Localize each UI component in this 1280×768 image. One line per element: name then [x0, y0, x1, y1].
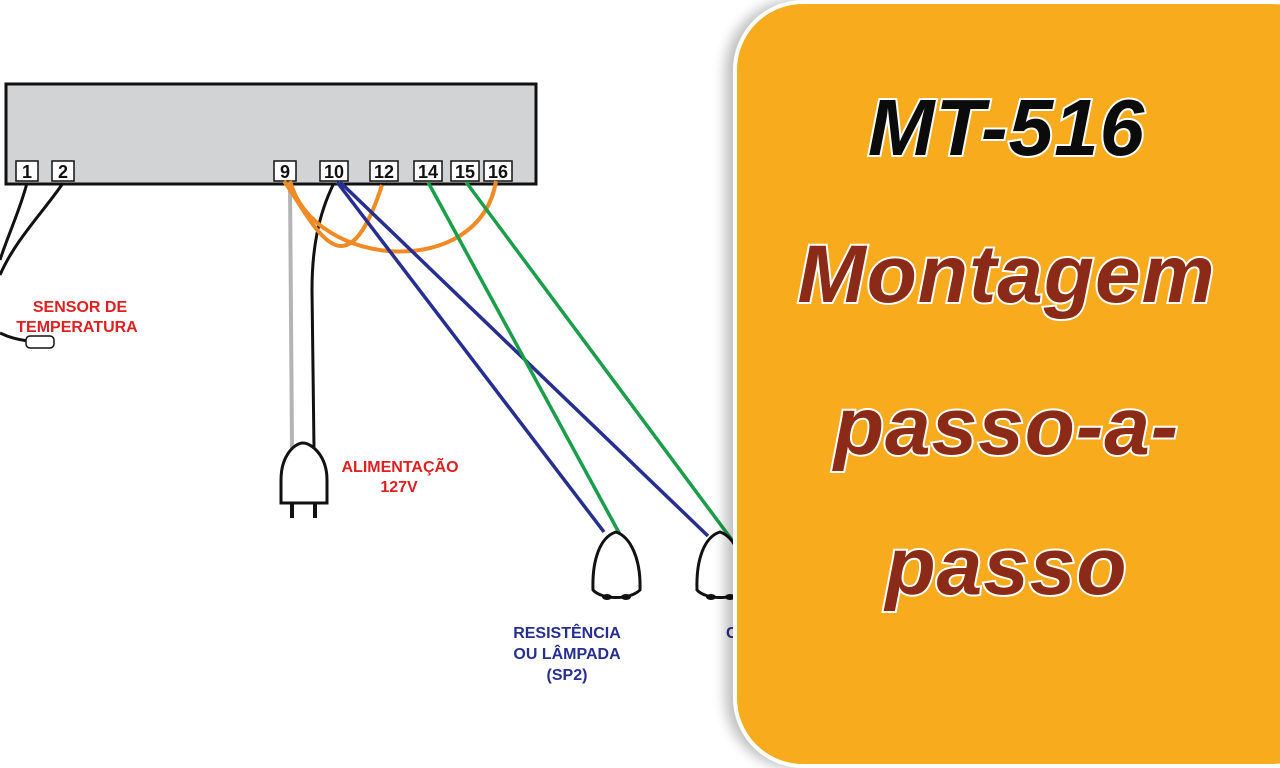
wire-green-to-load1: [426, 181, 625, 541]
terminal-10: 10: [319, 160, 349, 182]
power-wire-gray: [288, 182, 294, 449]
terminal-15-label: 15: [455, 162, 475, 182]
power-wire-black: [310, 182, 336, 449]
wire-blue-to-load1: [335, 180, 606, 534]
terminal-12-label: 12: [374, 162, 394, 182]
load1-label-line2: OU LÂMPADA: [513, 644, 621, 663]
title-line-2: passo-a-: [832, 379, 1180, 474]
sensor-wire-2: [0, 182, 65, 276]
title-line-1: Montagem: [796, 227, 1217, 322]
terminal-9: 9: [273, 160, 297, 182]
terminal-14-label: 14: [418, 162, 438, 182]
title-code: MT-516: [866, 81, 1146, 174]
terminal-12: 12: [369, 160, 399, 182]
terminal-16-label: 16: [488, 162, 508, 182]
terminal-2: 2: [51, 160, 75, 182]
terminal-14: 14: [413, 160, 443, 182]
controller-body: [4, 82, 538, 186]
wiring-diagram: 1 2 9 10 12 14 15 16: [0, 82, 746, 684]
sensor-label-line1: SENSOR DE: [33, 299, 128, 316]
wire-green-to-load2: [464, 180, 734, 542]
jumper-orange-9-16: [288, 180, 498, 254]
power-plug: [279, 441, 329, 518]
terminal-9-label: 9: [280, 162, 290, 182]
title-panel: [733, 0, 1280, 768]
terminal-2-label: 2: [58, 162, 68, 182]
title-line-3: passo: [884, 519, 1129, 614]
terminal-10-label: 10: [324, 162, 344, 182]
sensor-label-line2: TEMPERATURA: [16, 319, 138, 336]
sensor-wire-1: [0, 182, 29, 261]
sensor-probe: [25, 335, 55, 349]
power-label-line2: 127V: [380, 479, 418, 496]
power-label-line1: ALIMENTAÇÃO: [341, 456, 458, 476]
terminal-15: 15: [450, 160, 480, 182]
socket-load-1: [591, 530, 642, 600]
terminal-16: 16: [483, 160, 513, 182]
load1-label-line3: (SP2): [547, 667, 588, 684]
terminal-1: 1: [15, 160, 39, 182]
load1-label-line1: RESISTÊNCIA: [513, 623, 621, 642]
terminal-1-label: 1: [22, 162, 32, 182]
